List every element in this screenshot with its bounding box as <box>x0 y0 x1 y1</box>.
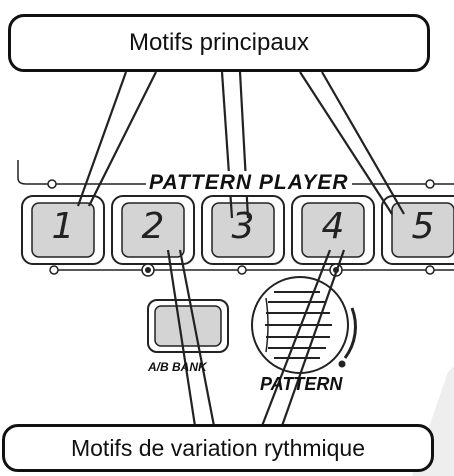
pad-5-number: 5 <box>411 206 435 247</box>
led-bottom-3 <box>237 265 247 275</box>
pad-4-number: 4 <box>321 206 345 247</box>
pad-1[interactable] <box>21 195 105 265</box>
callout-variation-patterns: Motifs de variation rythmique <box>2 424 434 472</box>
pattern-knob[interactable] <box>251 276 357 374</box>
callout-main-patterns: Motifs principaux <box>8 14 430 72</box>
ab-bank-label: A/B BANK <box>148 360 207 374</box>
pointer-lines-variation <box>166 249 346 427</box>
led-bottom-2-core <box>145 267 151 273</box>
pad-5[interactable] <box>381 195 454 265</box>
callout-main-patterns-text: Motifs principaux <box>128 29 310 56</box>
led-top-left <box>47 179 57 189</box>
panel-bracket-left <box>17 160 48 185</box>
ab-bank-button[interactable] <box>147 299 229 353</box>
pointer-lines-main <box>76 71 405 219</box>
pad-2-number: 2 <box>141 206 165 247</box>
led-bottom-1 <box>49 265 59 275</box>
pattern-knob-label: PATTERN <box>260 374 343 394</box>
pad-1-number: 1 <box>51 206 75 247</box>
led-bottom-5 <box>425 265 435 275</box>
callout-variation-patterns-text: Motifs de variation rythmique <box>70 434 365 461</box>
pad-3-number: 3 <box>231 206 255 247</box>
led-top-right <box>425 179 435 189</box>
pad-3[interactable] <box>201 195 285 265</box>
panel-title: PATTERN PLAYER <box>146 171 352 195</box>
pad-2[interactable] <box>111 195 195 265</box>
pad-4[interactable] <box>291 195 375 265</box>
